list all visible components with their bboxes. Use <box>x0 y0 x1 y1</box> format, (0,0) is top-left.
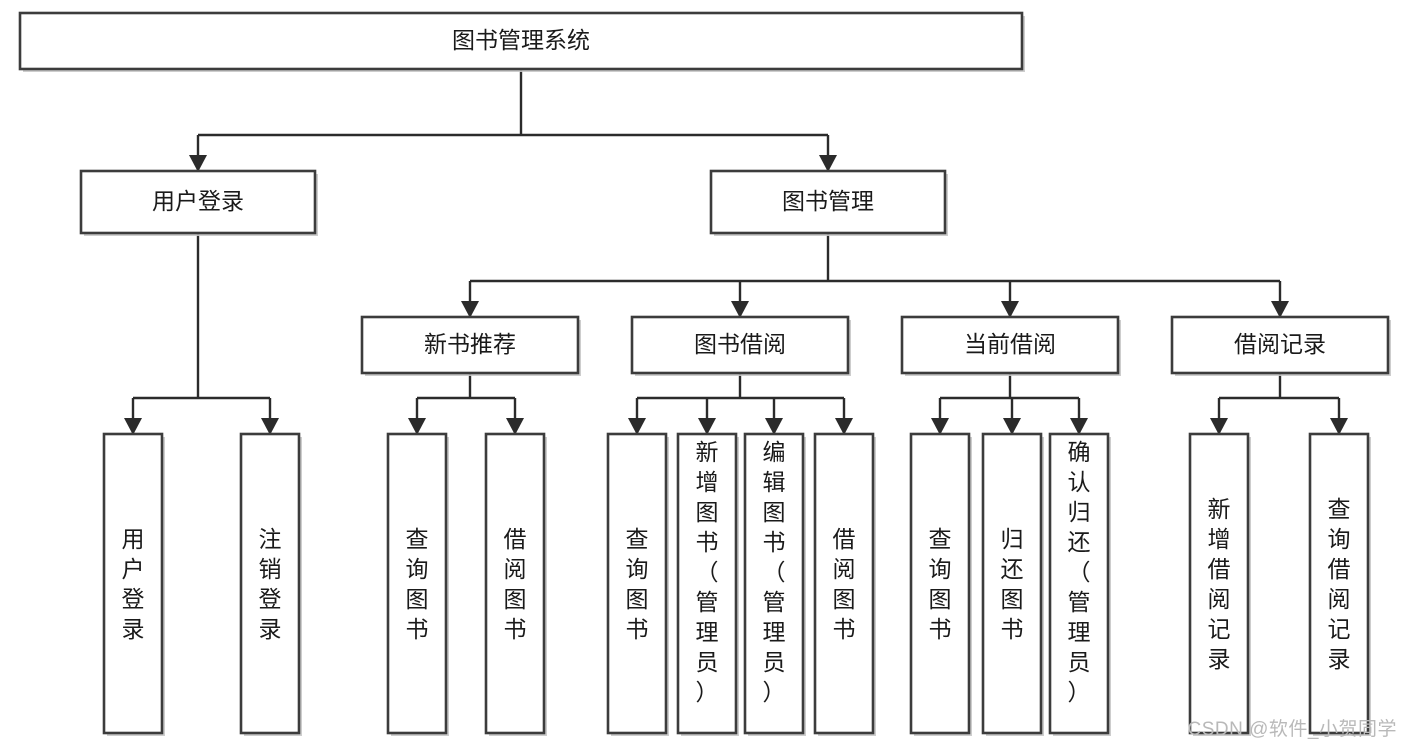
node-rect <box>630 315 850 375</box>
node-leaf-query-record[interactable]: 查询借阅记录 <box>1308 432 1371 736</box>
node-leaf-edit-book[interactable]: 编辑图书（管理员） <box>743 432 806 736</box>
node-rect <box>18 11 1024 71</box>
node-label: 编辑图书（管理员） <box>763 439 786 705</box>
arrow-head-icon <box>765 418 783 435</box>
node-label: 查询借阅记录 <box>1328 496 1351 672</box>
arrow-head-icon <box>1271 301 1289 318</box>
node-new-book-recommend[interactable]: 新书推荐 <box>360 315 581 376</box>
edge-group <box>408 373 524 435</box>
node-label: 注销登录 <box>259 526 282 642</box>
node-label: 新增图书（管理员） <box>696 439 719 705</box>
node-book-manage[interactable]: 图书管理 <box>709 169 948 236</box>
node-leaf-add-record[interactable]: 新增借阅记录 <box>1188 432 1251 736</box>
node-label: 确认归还（管理员） <box>1068 439 1091 705</box>
node-rect <box>102 432 164 735</box>
node-rect <box>484 432 546 735</box>
node-rect <box>239 432 301 735</box>
node-rect <box>1308 432 1370 735</box>
watermark-label: CSDN @软件_小贺同学 <box>1187 719 1397 740</box>
node-user-login[interactable]: 用户登录 <box>79 169 318 236</box>
arrow-head-icon <box>931 418 949 435</box>
node-leaf-return-book[interactable]: 归还图书 <box>981 432 1044 736</box>
node-leaf-add-book[interactable]: 新增图书（管理员） <box>676 432 739 736</box>
node-rect <box>1170 315 1390 375</box>
arrow-head-icon <box>1330 418 1348 435</box>
arrow-head-icon <box>1003 418 1021 435</box>
node-rect <box>743 432 805 735</box>
node-label: 查询图书 <box>406 526 429 642</box>
node-label: 图书管理系统 <box>452 27 590 53</box>
arrow-head-icon <box>461 301 479 318</box>
arrow-head-icon <box>628 418 646 435</box>
edge-group <box>189 69 837 172</box>
node-root[interactable]: 图书管理系统 <box>18 11 1025 72</box>
node-label: 查询图书 <box>626 526 649 642</box>
node-rect <box>386 432 448 735</box>
node-rect <box>813 432 875 735</box>
node-leaf-query-book-2[interactable]: 查询图书 <box>606 432 669 736</box>
node-rect <box>900 315 1120 375</box>
node-leaf-borrow-book-2[interactable]: 借阅图书 <box>813 432 876 736</box>
edge-group <box>931 373 1088 435</box>
node-label: 图书借阅 <box>694 331 786 357</box>
arrow-head-icon <box>698 418 716 435</box>
node-rect <box>981 432 1043 735</box>
edge-group <box>461 233 1289 318</box>
node-current-borrow[interactable]: 当前借阅 <box>900 315 1121 376</box>
node-rect <box>606 432 668 735</box>
node-rect <box>1048 432 1110 735</box>
node-leaf-logout[interactable]: 注销登录 <box>239 432 302 736</box>
node-label: 归还图书 <box>1001 526 1024 642</box>
node-label: 用户登录 <box>122 526 145 642</box>
node-leaf-borrow-book-1[interactable]: 借阅图书 <box>484 432 547 736</box>
node-label: 查询图书 <box>929 526 952 642</box>
node-label: 借阅图书 <box>833 526 856 642</box>
arrow-head-icon <box>408 418 426 435</box>
connector-layer <box>124 69 1348 435</box>
node-rect <box>79 169 317 235</box>
node-label: 借阅记录 <box>1234 331 1326 357</box>
arrow-head-icon <box>819 155 837 172</box>
arrow-head-icon <box>1070 418 1088 435</box>
arrow-head-icon <box>1210 418 1228 435</box>
node-rect <box>709 169 947 235</box>
node-borrow-record[interactable]: 借阅记录 <box>1170 315 1391 376</box>
edge-group <box>124 233 279 435</box>
node-rect <box>676 432 738 735</box>
node-label: 用户登录 <box>152 188 244 214</box>
arrow-head-icon <box>835 418 853 435</box>
node-label: 借阅图书 <box>504 526 527 642</box>
node-leaf-confirm-return[interactable]: 确认归还（管理员） <box>1048 432 1111 736</box>
arrow-head-icon <box>731 301 749 318</box>
node-label: 新增借阅记录 <box>1208 496 1231 672</box>
node-label: 当前借阅 <box>964 331 1056 357</box>
node-label: 新书推荐 <box>424 331 516 357</box>
node-label: 图书管理 <box>782 188 874 214</box>
node-rect <box>909 432 971 735</box>
arrow-head-icon <box>124 418 142 435</box>
node-rect <box>1188 432 1250 735</box>
arrow-head-icon <box>261 418 279 435</box>
node-book-borrow[interactable]: 图书借阅 <box>630 315 851 376</box>
node-leaf-user-login[interactable]: 用户登录 <box>102 432 165 736</box>
arrow-head-icon <box>189 155 207 172</box>
edge-group <box>1210 373 1348 435</box>
node-rect <box>360 315 580 375</box>
node-layer: 图书管理系统用户登录图书管理新书推荐图书借阅当前借阅借阅记录用户登录注销登录查询… <box>18 11 1391 736</box>
node-leaf-query-book-3[interactable]: 查询图书 <box>909 432 972 736</box>
arrow-head-icon <box>1001 301 1019 318</box>
arrow-head-icon <box>506 418 524 435</box>
node-leaf-query-book-1[interactable]: 查询图书 <box>386 432 449 736</box>
edge-group <box>628 373 853 435</box>
